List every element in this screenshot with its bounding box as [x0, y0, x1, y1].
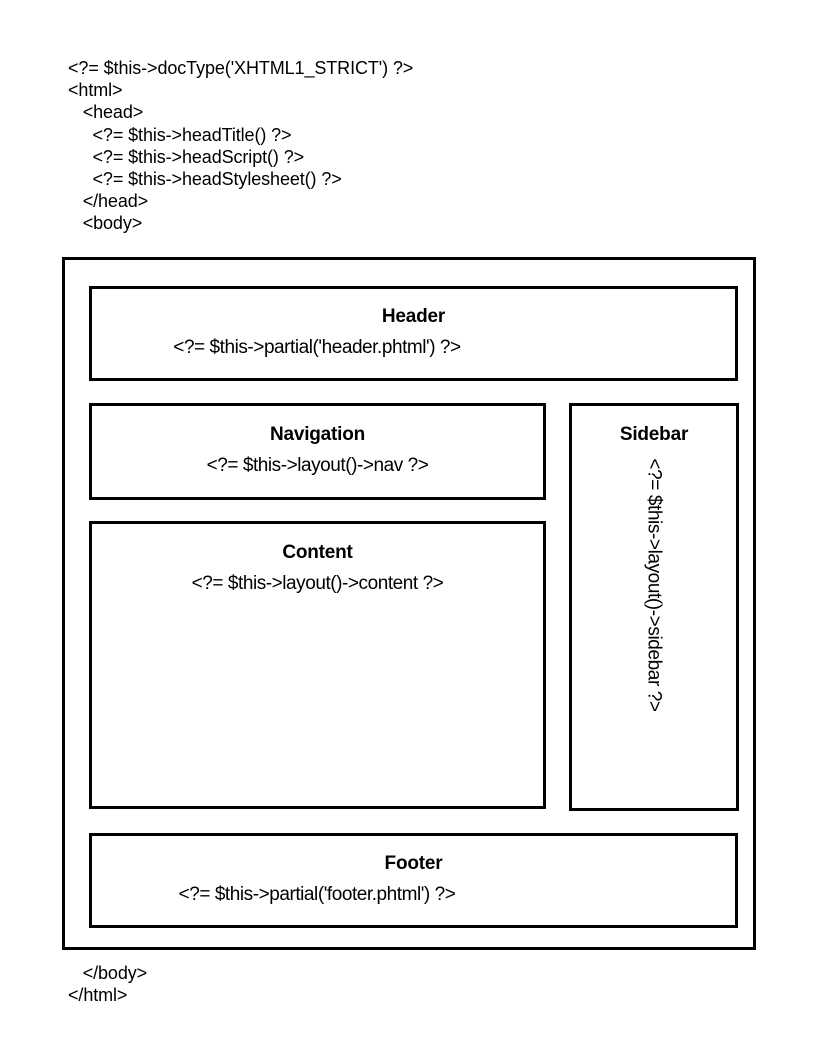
region-footer-code: <?= $this->partial('footer.phtml') ?> [178, 884, 456, 905]
region-footer-title: Footer [384, 853, 443, 874]
region-sidebar-title: Sidebar [619, 424, 689, 445]
region-content-title: Content [282, 542, 353, 563]
region-header-title: Header [381, 306, 446, 327]
code-block-document-close: </body> </html> [68, 963, 148, 1006]
region-sidebar-code: <?= $this->layout()->sidebar ?> [644, 457, 666, 712]
region-navigation-code: <?= $this->layout()->nav ?> [206, 455, 429, 476]
region-header[interactable]: Header <?= $this->partial('header.phtml'… [89, 286, 738, 381]
region-content-code: <?= $this->layout()->content ?> [191, 573, 444, 594]
region-navigation-title: Navigation [269, 424, 366, 445]
region-header-code: <?= $this->partial('header.phtml') ?> [173, 337, 461, 358]
region-sidebar[interactable]: Sidebar <?= $this->layout()->sidebar ?> [569, 403, 739, 811]
region-content[interactable]: Content <?= $this->layout()->content ?> [89, 521, 546, 809]
code-block-document-head: <?= $this->docType('XHTML1_STRICT') ?> <… [68, 58, 414, 234]
region-navigation[interactable]: Navigation <?= $this->layout()->nav ?> [89, 403, 546, 500]
page-body-frame: Header <?= $this->partial('header.phtml'… [62, 257, 756, 950]
region-footer[interactable]: Footer <?= $this->partial('footer.phtml'… [89, 833, 738, 928]
region-sidebar-code-wrap: <?= $this->layout()->sidebar ?> [572, 458, 736, 804]
